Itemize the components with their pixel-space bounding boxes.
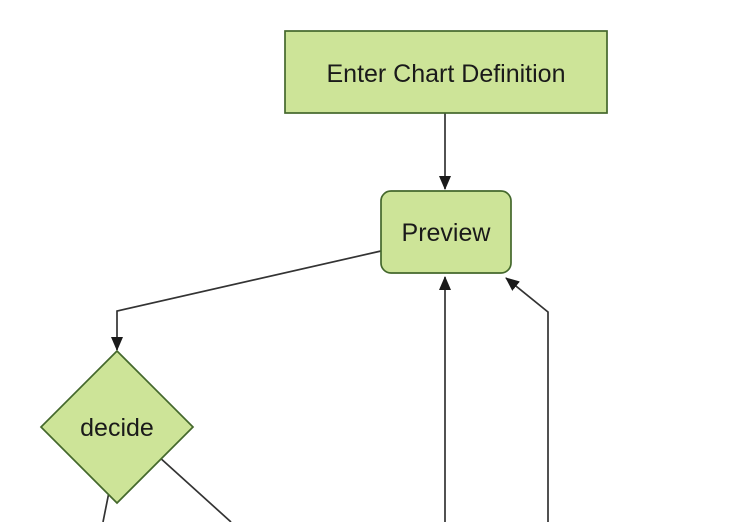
node-layer: Enter Chart Definition Preview decide xyxy=(39,30,608,505)
preview-label: Preview xyxy=(402,219,492,247)
node-enter-chart-definition: Enter Chart Definition xyxy=(284,30,608,114)
edge-preview-to-decide xyxy=(111,250,382,351)
edge-offscreen-bottom-right-to-preview xyxy=(505,277,549,522)
preview-rounded-rectangle xyxy=(380,190,512,274)
edge-decide-to-offscreen-bottom xyxy=(157,455,232,522)
enter-chart-definition-rectangle xyxy=(284,30,608,114)
edge-layer xyxy=(102,113,549,522)
node-preview: Preview xyxy=(380,190,512,274)
node-decide: decide xyxy=(39,349,195,505)
decide-label: decide xyxy=(80,414,154,442)
decide-diamond xyxy=(39,349,195,505)
enter-chart-definition-label: Enter Chart Definition xyxy=(326,60,565,88)
